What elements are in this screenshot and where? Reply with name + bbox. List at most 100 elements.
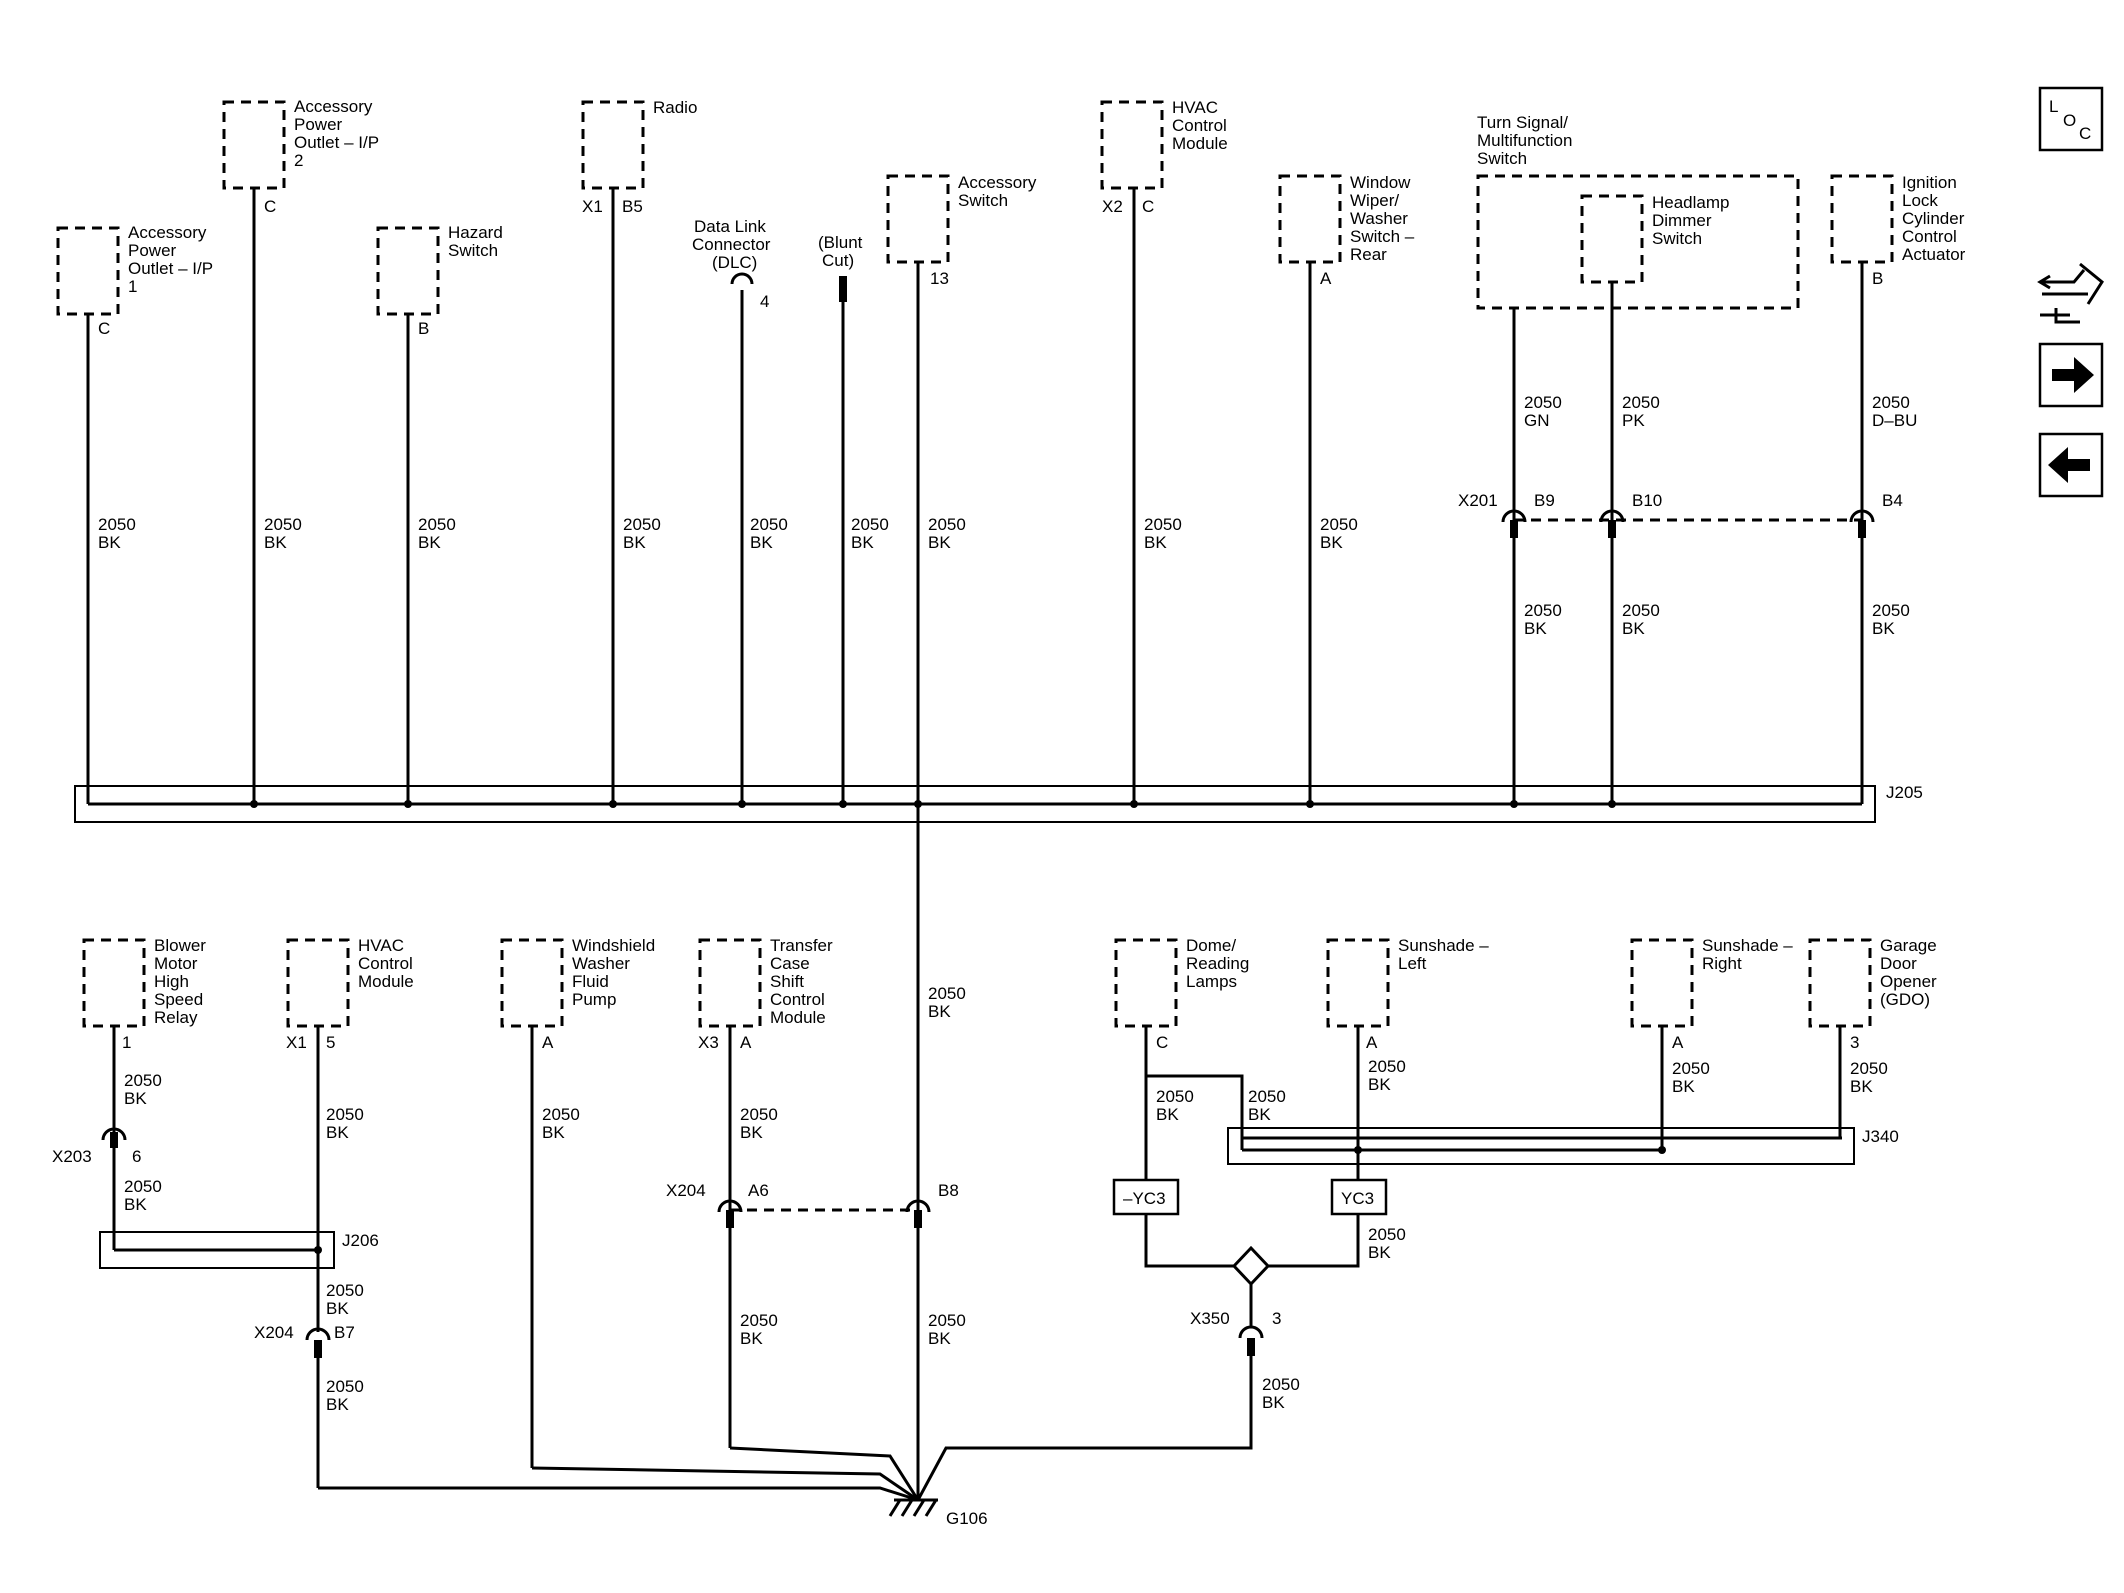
svg-text:O: O [2063, 111, 2076, 130]
svg-text:2050: 2050 [542, 1105, 580, 1124]
svg-text:BK: BK [124, 1089, 147, 1108]
svg-text:Radio: Radio [653, 98, 697, 117]
svg-text:Sunshade –Right: Sunshade –Right [1702, 936, 1793, 973]
splice-j340: J340 [1227, 1127, 1899, 1165]
svg-text:J205: J205 [1886, 783, 1923, 802]
svg-text:3: 3 [1850, 1033, 1859, 1052]
svg-text:BK: BK [542, 1123, 565, 1142]
svg-text:2050: 2050 [1622, 393, 1660, 412]
svg-text:2050: 2050 [1850, 1059, 1888, 1078]
svg-text:BK: BK [928, 1002, 951, 1021]
component-radio: Radio X1 B5 2050 BK [581, 98, 697, 804]
svg-text:A: A [1366, 1033, 1378, 1052]
svg-text:D–BU: D–BU [1872, 411, 1917, 430]
svg-text:2050: 2050 [326, 1105, 364, 1124]
svg-text:2050: 2050 [740, 1311, 778, 1330]
svg-text:2050: 2050 [326, 1281, 364, 1300]
svg-text:B9: B9 [1534, 491, 1555, 510]
svg-text:2050: 2050 [418, 515, 456, 534]
svg-text:BK: BK [1850, 1077, 1873, 1096]
svg-text:2050: 2050 [1262, 1375, 1300, 1394]
svg-text:BK: BK [623, 533, 646, 552]
svg-text:4: 4 [760, 292, 769, 311]
svg-text:BK: BK [1368, 1243, 1391, 1262]
option-splice-diamond [1231, 1245, 1271, 1328]
svg-text:BK: BK [1872, 619, 1895, 638]
svg-text:2050: 2050 [1872, 601, 1910, 620]
svg-text:J340: J340 [1862, 1127, 1899, 1146]
svg-text:B10: B10 [1632, 491, 1662, 510]
svg-text:2050: 2050 [1872, 393, 1910, 412]
connector-x204: X204 A6 B8 2050 BK 2050 BK [666, 984, 966, 1348]
svg-text:3: 3 [1272, 1309, 1281, 1328]
svg-text:2050: 2050 [1156, 1087, 1194, 1106]
harness-routing-icon[interactable] [2037, 262, 2104, 324]
ground-g106: G106 [318, 1446, 988, 1528]
svg-text:A6: A6 [748, 1181, 769, 1200]
svg-text:BK: BK [1248, 1105, 1271, 1124]
svg-text:BK: BK [1622, 619, 1645, 638]
svg-text:B: B [418, 319, 429, 338]
svg-text:BK: BK [326, 1299, 349, 1318]
svg-text:2050: 2050 [98, 515, 136, 534]
svg-text:1: 1 [122, 1033, 131, 1052]
svg-text:2050: 2050 [623, 515, 661, 534]
svg-text:B5: B5 [622, 197, 643, 216]
svg-text:C: C [2079, 124, 2091, 143]
svg-text:BK: BK [326, 1123, 349, 1142]
previous-page-button[interactable] [2038, 432, 2104, 498]
svg-text:BK: BK [1144, 533, 1167, 552]
svg-text:J206: J206 [342, 1231, 379, 1250]
svg-text:BK: BK [928, 533, 951, 552]
next-page-button[interactable] [2038, 342, 2104, 408]
svg-text:A: A [1672, 1033, 1684, 1052]
svg-text:PK: PK [1622, 411, 1645, 430]
arrow-right-icon [2052, 357, 2094, 393]
svg-text:2050: 2050 [1368, 1057, 1406, 1076]
svg-text:–YC3: –YC3 [1123, 1189, 1166, 1208]
svg-text:6: 6 [132, 1147, 141, 1166]
svg-text:BK: BK [326, 1395, 349, 1414]
svg-text:B8: B8 [938, 1181, 959, 1200]
svg-text:X204: X204 [666, 1181, 706, 1200]
svg-text:2050: 2050 [1320, 515, 1358, 534]
component-sunshade-left: Sunshade –Left A 2050 BK [1326, 936, 1489, 1180]
svg-text:X203: X203 [52, 1147, 92, 1166]
svg-text:X1: X1 [286, 1033, 307, 1052]
svg-text:C: C [98, 319, 110, 338]
svg-text:2050: 2050 [1368, 1225, 1406, 1244]
svg-text:BK: BK [750, 533, 773, 552]
svg-text:Sunshade –Left: Sunshade –Left [1398, 936, 1489, 973]
svg-text:BK: BK [1524, 619, 1547, 638]
arrow-left-icon [2048, 447, 2090, 483]
svg-text:2050: 2050 [264, 515, 302, 534]
location-view-button[interactable]: L O C [2038, 86, 2104, 152]
svg-text:2050: 2050 [928, 515, 966, 534]
option-not-yc3: –YC3 [1112, 1178, 1234, 1268]
svg-text:BK: BK [1368, 1075, 1391, 1094]
svg-text:BK: BK [740, 1123, 763, 1142]
connector-x201: X201 B9 B10 B4 [1458, 491, 1903, 538]
